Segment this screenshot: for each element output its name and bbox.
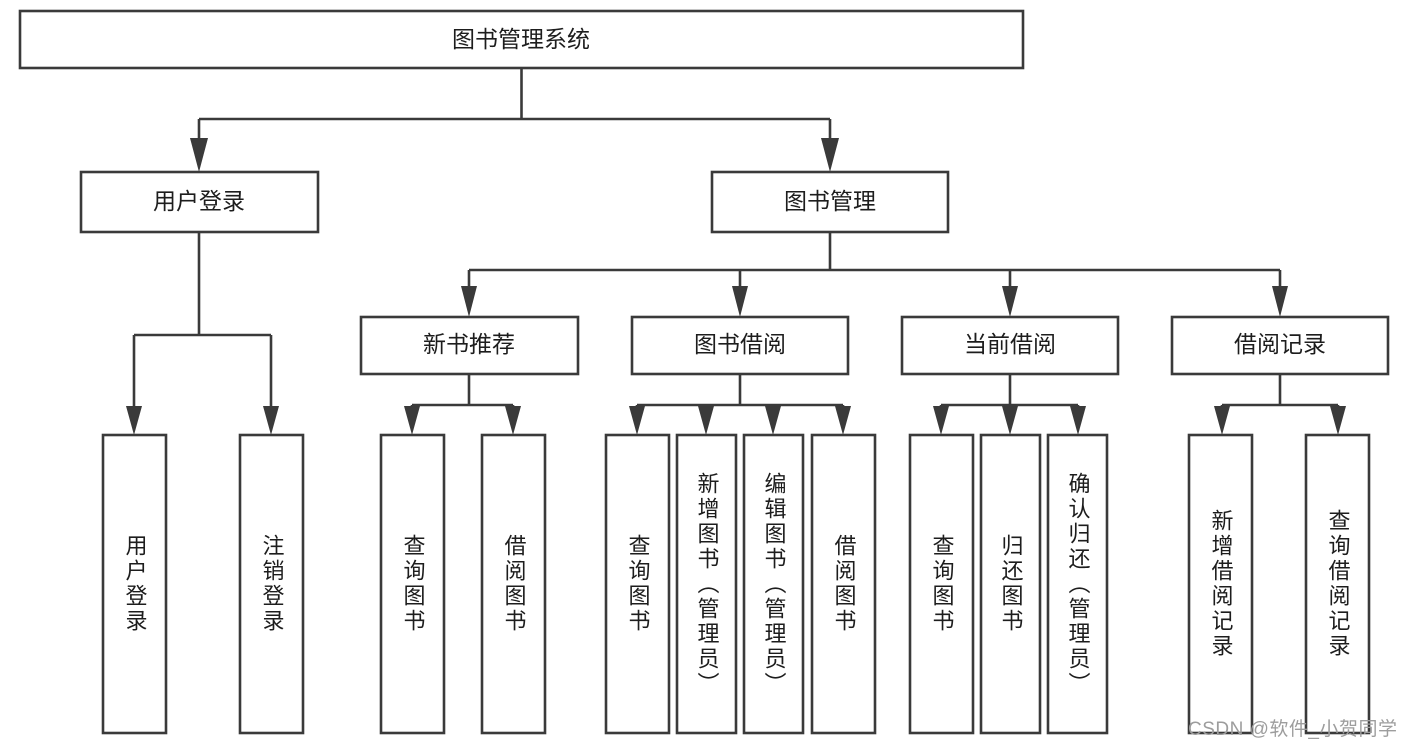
arrow-head-leaf-borrow-record-1 <box>1214 406 1230 435</box>
leaf-box-book-borrow-2[interactable] <box>675 433 738 735</box>
node-book-borrow[interactable] <box>630 315 850 376</box>
arrow-head-leaf-current-borrow-2 <box>1002 406 1018 435</box>
arrow-head-user-login <box>190 138 208 172</box>
connector-group-new-book <box>404 374 521 435</box>
node-root[interactable] <box>18 9 1025 70</box>
connector-group-book-manage <box>461 232 1288 317</box>
node-borrow-record[interactable] <box>1170 315 1390 376</box>
leaf-box-new-book-1[interactable] <box>379 433 446 735</box>
node-new-book-recommend-label: 新书推荐 <box>423 331 515 357</box>
node-user-login-label: 用户登录 <box>153 188 245 214</box>
node-borrow-record-label: 借阅记录 <box>1234 331 1326 357</box>
leaf-box-book-borrow-1[interactable] <box>604 433 671 735</box>
arrow-head-leaf-new-book-1 <box>404 406 420 435</box>
arrow-head-leaf-user-login-2 <box>263 406 279 435</box>
node-book-borrow-label: 图书借阅 <box>694 331 786 357</box>
arrow-head-leaf-book-borrow-2 <box>698 406 714 435</box>
arrow-head-book-manage <box>821 138 839 172</box>
connector-group-book-borrow <box>629 374 851 435</box>
arrow-head-borrow-record <box>1272 286 1288 317</box>
leaf-box-user-login-1[interactable] <box>101 433 168 735</box>
leaf-box-borrow-record-2[interactable] <box>1304 433 1371 735</box>
connector-group-user-login <box>126 232 279 435</box>
arrow-head-leaf-book-borrow-3 <box>765 406 781 435</box>
arrow-head-book-borrow <box>732 286 748 317</box>
leaf-box-new-book-2[interactable] <box>480 433 547 735</box>
connector-group-borrow-record <box>1214 374 1346 435</box>
connector-group-root <box>190 68 839 172</box>
leaf-box-current-borrow-2[interactable] <box>979 433 1042 735</box>
node-user-login[interactable] <box>79 170 320 234</box>
leaf-box-current-borrow-1[interactable] <box>908 433 975 735</box>
arrow-head-new-book <box>461 286 477 317</box>
connector-group-current-borrow <box>933 374 1086 435</box>
node-current-borrow-label: 当前借阅 <box>964 331 1056 357</box>
arrow-head-leaf-book-borrow-1 <box>629 406 645 435</box>
leaf-box-book-borrow-4[interactable] <box>810 433 877 735</box>
arrow-head-leaf-user-login-1 <box>126 406 142 435</box>
node-book-manage-label: 图书管理 <box>784 188 876 214</box>
node-root-label: 图书管理系统 <box>452 26 590 52</box>
leaf-box-user-login-2[interactable] <box>238 433 305 735</box>
arrow-head-leaf-current-borrow-1 <box>933 406 949 435</box>
arrow-head-leaf-borrow-record-2 <box>1330 406 1346 435</box>
arrow-head-leaf-new-book-2 <box>505 406 521 435</box>
leaf-box-borrow-record-1[interactable] <box>1187 433 1254 735</box>
leaf-box-current-borrow-3[interactable] <box>1046 433 1109 735</box>
arrow-head-current-borrow <box>1002 286 1018 317</box>
leaf-box-book-borrow-3[interactable] <box>742 433 805 735</box>
arrow-head-leaf-current-borrow-3 <box>1070 406 1086 435</box>
arrow-head-leaf-book-borrow-4 <box>835 406 851 435</box>
node-book-manage[interactable] <box>710 170 950 234</box>
node-current-borrow[interactable] <box>900 315 1120 376</box>
csdn-watermark: CSDN @软件_小贺同学 <box>1188 719 1398 740</box>
node-new-book-recommend[interactable] <box>359 315 580 376</box>
